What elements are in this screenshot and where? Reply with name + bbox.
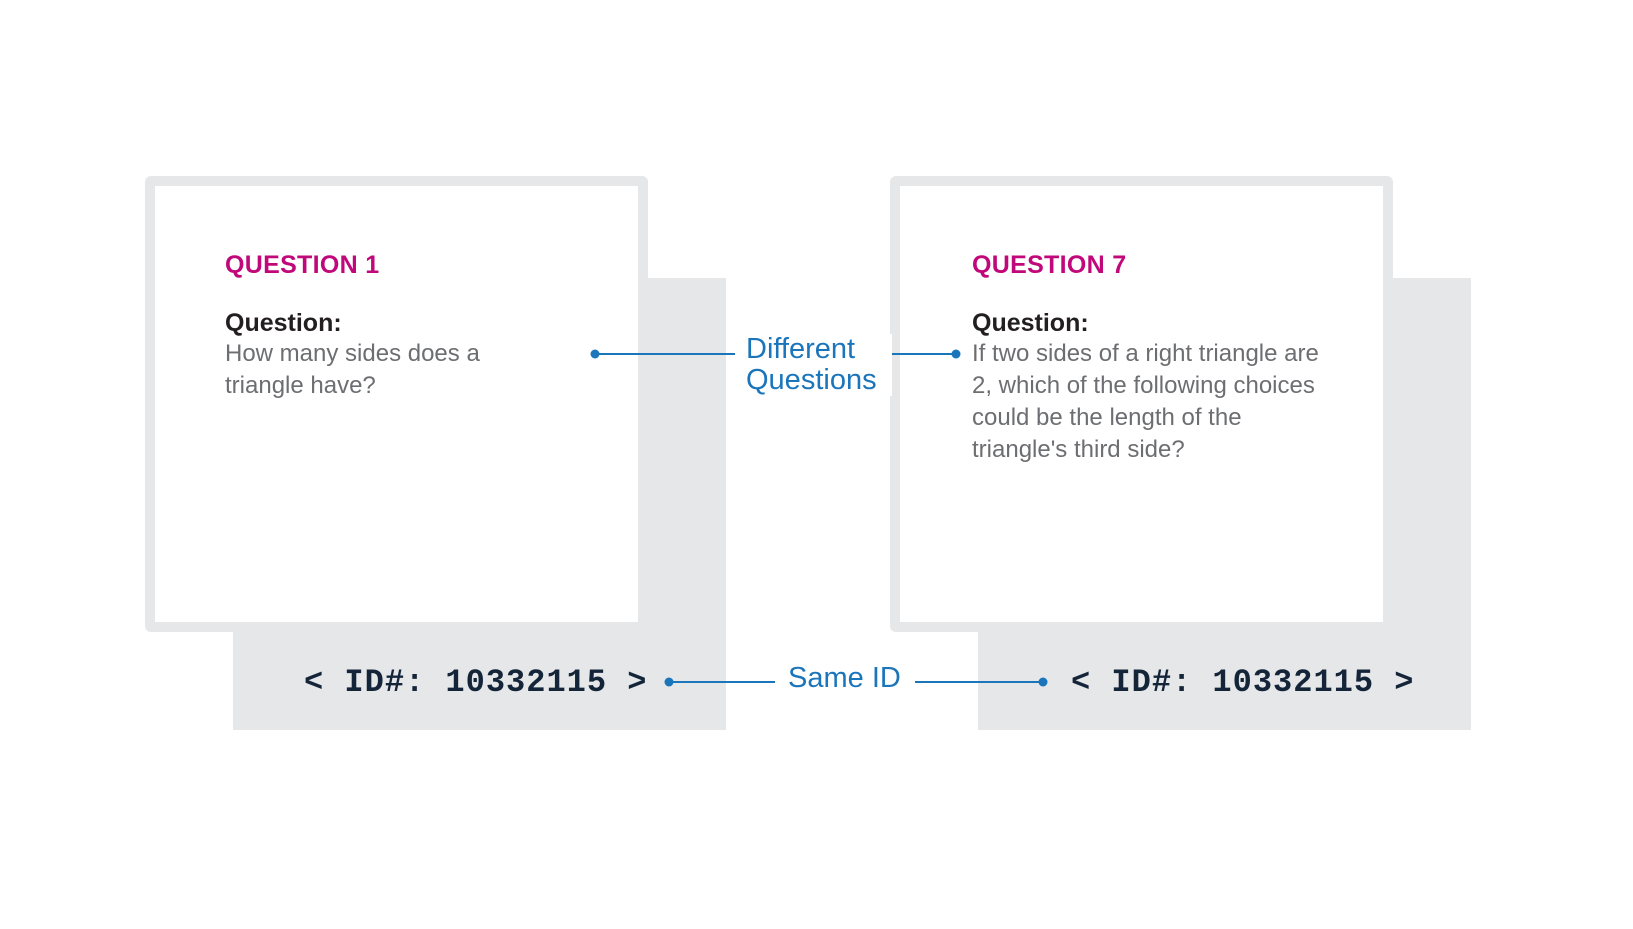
question-7-text: If two sides of a right triangle are 2, … [972, 340, 1319, 463]
question-7-heading: QUESTION 7 [972, 251, 1127, 279]
same-id-callout: Same ID [782, 663, 907, 694]
question-1-text: How many sides does a triangle have? [225, 340, 480, 399]
question-1-id: < ID#: 10332115 > [304, 664, 648, 701]
question-card-7-body [900, 186, 1383, 622]
question-7-id: < ID#: 10332115 > [1071, 664, 1415, 701]
question-7-label: Question: [972, 309, 1089, 337]
different-questions-callout: Different Questions [740, 334, 892, 396]
question-card-7 [890, 176, 1393, 632]
question-card-1-body [155, 186, 638, 622]
question-card-1 [145, 176, 648, 632]
question-1-label: Question: [225, 309, 342, 337]
question-1-heading: QUESTION 1 [225, 251, 380, 279]
